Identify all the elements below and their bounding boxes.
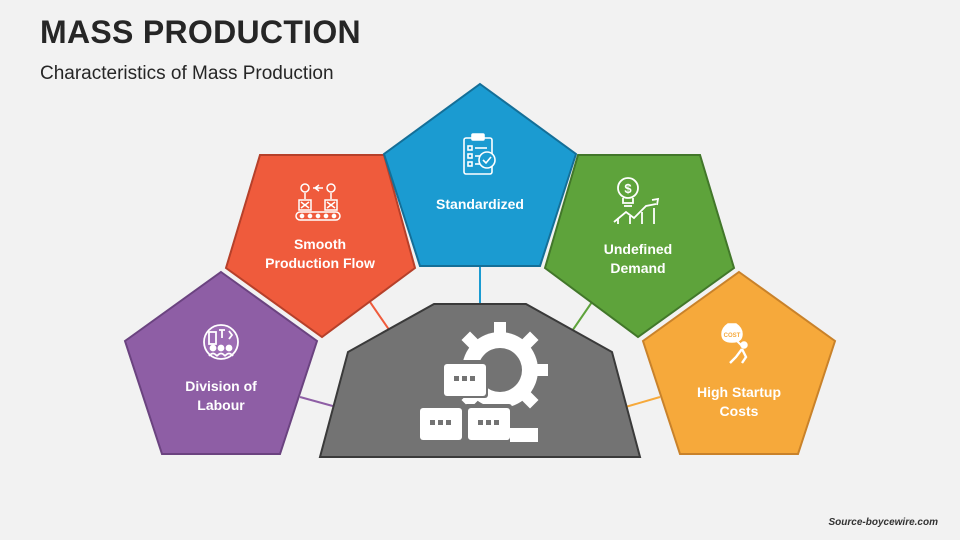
connector-startup <box>621 396 661 409</box>
item-label: High Startup Costs <box>697 384 781 419</box>
pentagon-high-startup-costs[interactable] <box>641 270 837 455</box>
pentagon-division-of-labour[interactable] <box>123 270 319 455</box>
pentagon-standardized[interactable] <box>382 82 578 267</box>
label-division-of-labour: Division of Labour <box>156 377 286 415</box>
item-label: Undefined Demand <box>603 241 673 276</box>
conveyor-belt-icon <box>295 183 341 221</box>
label-high-startup-costs: High Startup Costs <box>674 383 804 421</box>
cost-burden-icon: COST <box>721 323 748 364</box>
item-label: Division of Labour <box>185 378 257 413</box>
item-label: Standardized <box>436 196 524 212</box>
page-subtitle: Characteristics of Mass Production <box>40 63 334 84</box>
page-title: MASS PRODUCTION <box>40 14 361 50</box>
dollar-growth-icon: $ <box>613 177 660 224</box>
source-credit: Source-boycewire.com <box>828 517 938 528</box>
checklist-icon <box>463 133 496 175</box>
connector-undefined <box>569 301 593 335</box>
svg-text:COST: COST <box>724 333 741 339</box>
label-smooth-production-flow: Smooth Production Flow <box>255 235 385 273</box>
pentagon-smooth-production-flow[interactable] <box>224 154 417 339</box>
svg-text:$: $ <box>624 181 632 196</box>
item-label: Smooth Production Flow <box>265 236 375 271</box>
factory-gear-icon <box>416 322 548 442</box>
label-standardized: Standardized <box>415 195 545 214</box>
label-undefined-demand: Undefined Demand <box>573 240 703 278</box>
team-tools-icon <box>203 324 239 360</box>
pentagon-undefined-demand[interactable] <box>543 154 736 339</box>
